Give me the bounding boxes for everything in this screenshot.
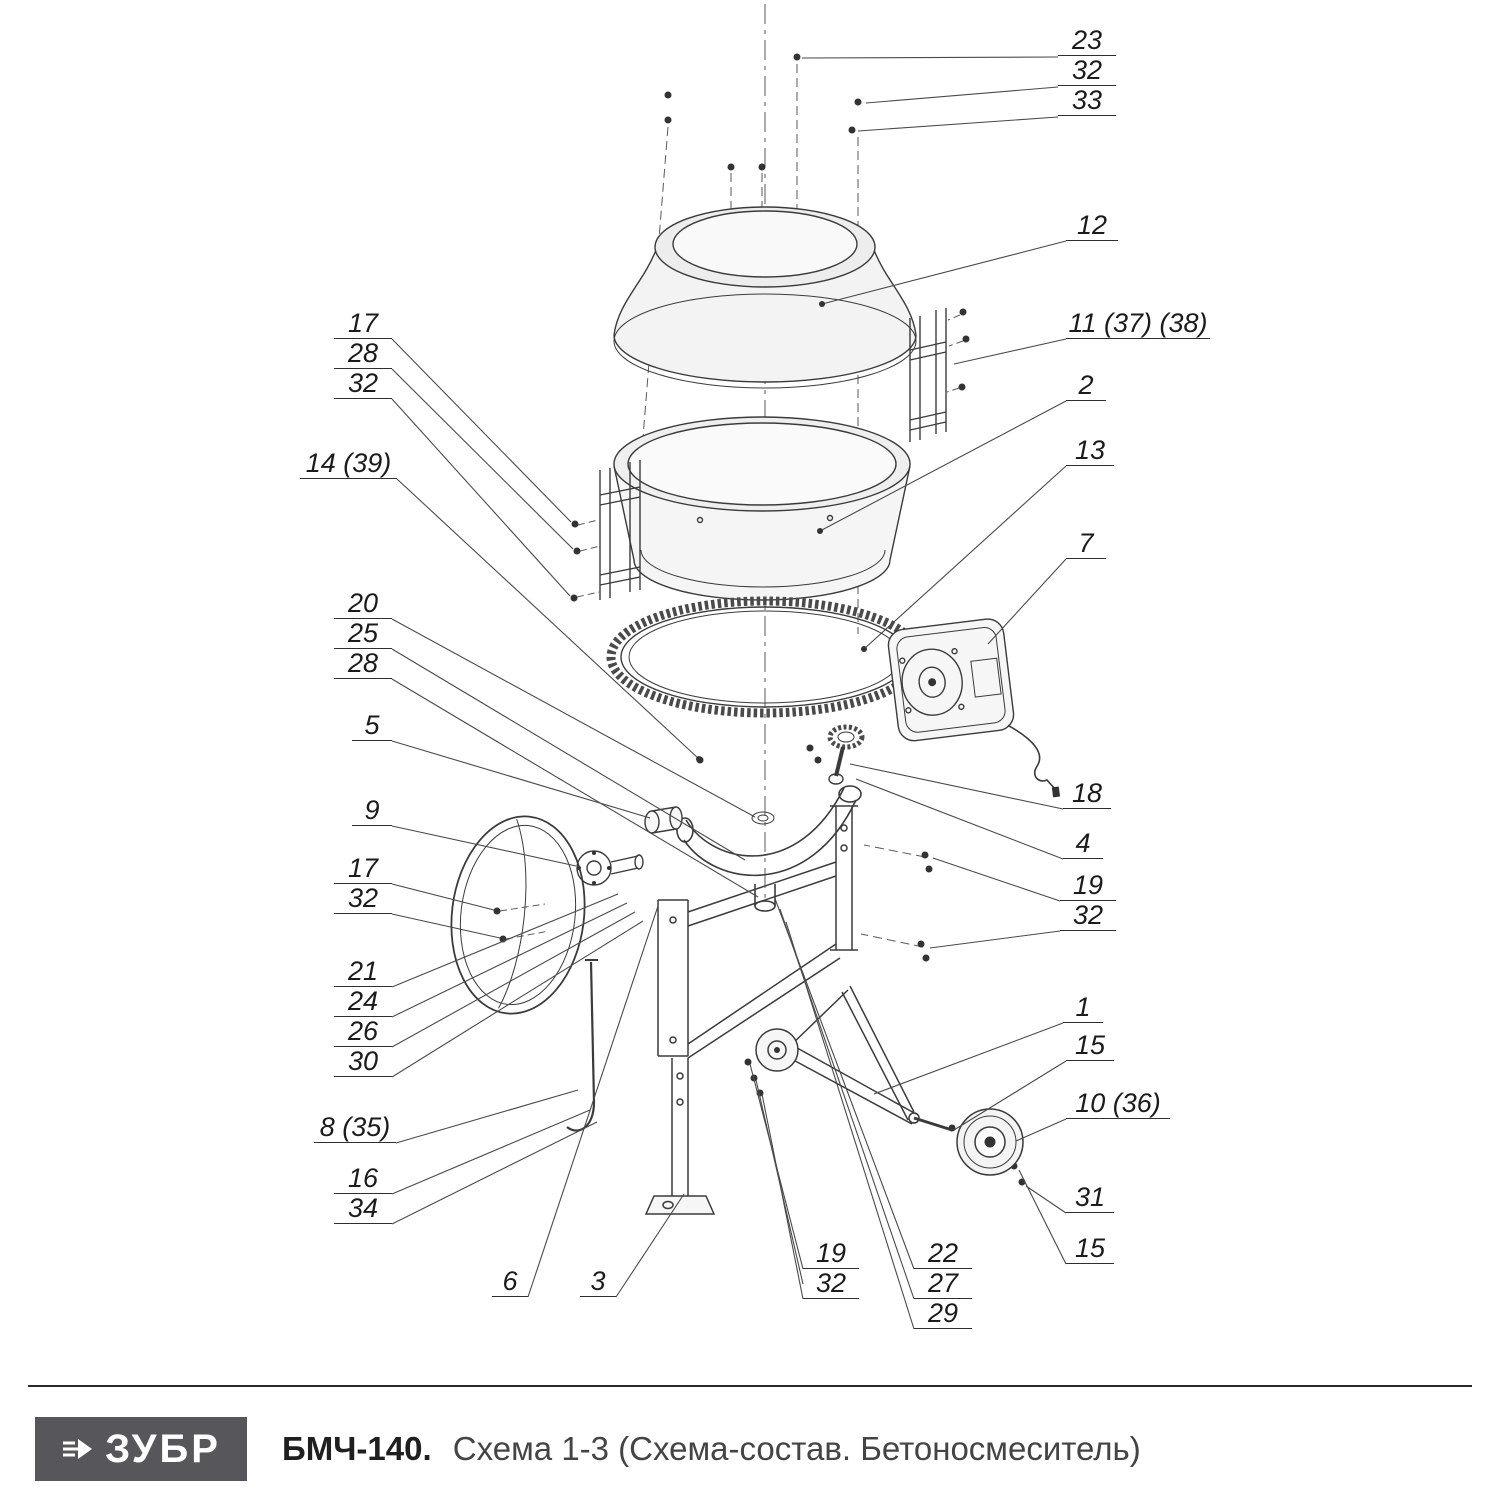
part-number: 32 <box>1058 56 1116 86</box>
locking-rod <box>566 959 598 1132</box>
part-number: 30 <box>334 1047 392 1077</box>
callout-2: 2 <box>1066 371 1106 401</box>
part-number: 12 <box>1066 211 1118 241</box>
callout-19-32-right: 19 32 <box>1060 871 1116 931</box>
callout-22-27-29: 22 27 29 <box>914 1239 972 1329</box>
part-number: 6 <box>492 1267 528 1297</box>
callout-16-34: 16 34 <box>334 1164 392 1224</box>
footer-divider <box>28 1385 1472 1387</box>
part-number: 33 <box>1058 86 1116 116</box>
callout-6: 6 <box>492 1267 528 1297</box>
part-number: 7 <box>1066 529 1106 559</box>
callout-20-25-28: 20 25 28 <box>334 589 392 679</box>
schema-name: Схема 1-3 (Схема-состав. Бетоносмеситель… <box>452 1430 1141 1467</box>
part-number: 15 <box>1066 1031 1114 1061</box>
part-number: 26 <box>334 1017 392 1047</box>
drawing-title: БМЧ-140. Схема 1-3 (Схема-состав. Бетоно… <box>282 1430 1141 1468</box>
callout-31: 31 <box>1066 1183 1114 1213</box>
transport-wheel <box>956 1108 1024 1176</box>
part-number: 1 <box>1063 993 1103 1023</box>
part-number: 15 <box>1066 1234 1114 1264</box>
part-number: 18 <box>1063 779 1111 809</box>
part-number: 34 <box>334 1194 392 1224</box>
handle-bracket-left <box>599 460 641 600</box>
part-number: 10 (36) <box>1066 1089 1170 1119</box>
part-number: 21 <box>334 957 392 987</box>
part-number: 19 <box>803 1239 859 1269</box>
hub-flange <box>576 850 644 886</box>
part-number: 13 <box>1066 436 1114 466</box>
part-number: 9 <box>352 796 392 826</box>
drum-base <box>613 416 911 601</box>
support-yoke <box>676 785 862 912</box>
callout-7: 7 <box>1066 529 1106 559</box>
guide-wheel <box>755 1028 799 1072</box>
part-number: 8 (35) <box>314 1113 396 1143</box>
callout-5: 5 <box>352 711 392 741</box>
part-number: 32 <box>803 1269 859 1299</box>
callout-1: 1 <box>1063 993 1103 1023</box>
callout-8-35: 8 (35) <box>314 1113 396 1143</box>
part-number: 24 <box>334 987 392 1017</box>
callout-15-upper: 15 <box>1066 1031 1114 1061</box>
zubr-logo-icon <box>63 1439 93 1459</box>
part-number: 5 <box>352 711 392 741</box>
part-number: 25 <box>334 619 392 649</box>
part-number: 31 <box>1066 1183 1114 1213</box>
part-number: 17 <box>334 854 392 884</box>
pinion-gear <box>827 724 865 785</box>
callout-18: 18 <box>1063 779 1111 809</box>
callout-11-37-38: 11 (37) (38) <box>1066 309 1210 339</box>
shaft-coupling <box>644 806 683 834</box>
part-number: 11 (37) (38) <box>1066 309 1210 339</box>
part-number: 2 <box>1066 371 1106 401</box>
callout-17-28-32: 17 28 32 <box>334 309 392 399</box>
callout-19-32-bottom: 19 32 <box>803 1239 859 1299</box>
callout-21-24-26-30: 21 24 26 30 <box>334 957 392 1077</box>
part-number: 22 <box>914 1239 972 1269</box>
part-number: 19 <box>1060 871 1116 901</box>
part-number: 3 <box>580 1267 616 1297</box>
callout-23-32-33: 23 32 33 <box>1058 26 1116 116</box>
callout-4: 4 <box>1063 829 1103 859</box>
callout-13: 13 <box>1066 436 1114 466</box>
zubr-logo: ЗУБР <box>35 1417 247 1481</box>
leader-lines <box>391 56 1067 1330</box>
callout-9: 9 <box>352 796 392 826</box>
part-number: 14 (39) <box>300 449 397 479</box>
part-number: 27 <box>914 1269 972 1299</box>
callout-14-39: 14 (39) <box>300 449 397 479</box>
zubr-logo-text: ЗУБР <box>105 1426 221 1471</box>
model-number: БМЧ-140. <box>282 1430 432 1467</box>
callout-10-36: 10 (36) <box>1066 1089 1170 1119</box>
part-number: 20 <box>334 589 392 619</box>
callout-17-32-left: 17 32 <box>334 854 392 914</box>
tilt-handwheel <box>450 815 586 1015</box>
drum-cone <box>613 206 917 389</box>
part-number: 16 <box>334 1164 392 1194</box>
part-number: 17 <box>334 309 392 339</box>
callout-12: 12 <box>1066 211 1118 241</box>
part-number: 23 <box>1058 26 1116 56</box>
frame-stand <box>657 805 858 1059</box>
part-number: 32 <box>334 884 392 914</box>
part-number: 32 <box>334 369 392 399</box>
wheel-leg-frame <box>785 985 953 1132</box>
part-number: 4 <box>1063 829 1103 859</box>
part-number: 28 <box>334 339 392 369</box>
callout-15-lower: 15 <box>1066 1234 1114 1264</box>
part-number: 29 <box>914 1299 972 1329</box>
part-number: 32 <box>1060 901 1116 931</box>
support-leg <box>644 1058 716 1215</box>
callout-3: 3 <box>580 1267 616 1297</box>
part-number: 28 <box>334 649 392 679</box>
motor <box>887 618 1061 798</box>
handle-bracket-right <box>909 308 947 442</box>
